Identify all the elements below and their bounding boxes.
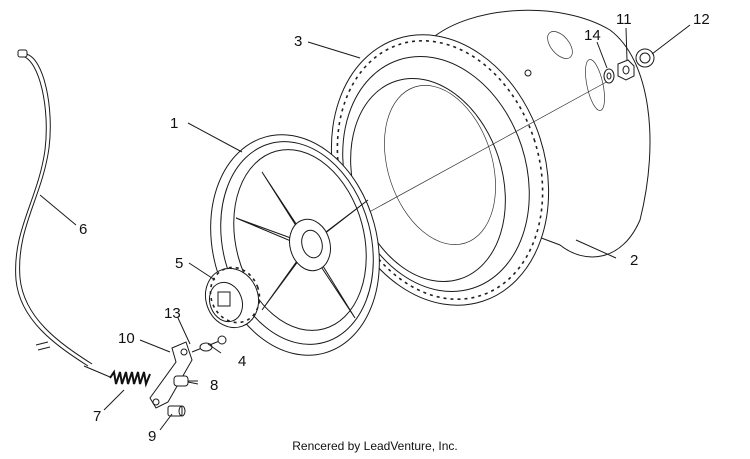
callout-5: 5 — [175, 255, 183, 272]
part-9-nut — [167, 405, 186, 417]
callout-9: 9 — [148, 428, 156, 445]
part-11-nut — [617, 59, 635, 81]
callout-4: 4 — [238, 353, 246, 370]
callout-6: 6 — [79, 221, 87, 238]
callout-2: 2 — [630, 252, 638, 269]
part-12-cap — [635, 48, 655, 68]
part-13-brake-pin — [191, 335, 227, 353]
callout-1: 1 — [170, 115, 178, 132]
callout-14: 14 — [584, 27, 601, 44]
callout-8: 8 — [210, 377, 218, 394]
part-6-brake-cable — [15, 49, 93, 367]
callout-3: 3 — [294, 33, 302, 50]
footer-credit: Rencered by LeadVenture, Inc. — [292, 439, 457, 453]
part-8-bolt — [173, 375, 198, 387]
callout-11: 11 — [616, 11, 632, 28]
callout-12: 12 — [693, 11, 710, 28]
part-7-spring — [83, 365, 151, 388]
callout-10: 10 — [118, 330, 135, 347]
part-5-brake-drum — [205, 266, 261, 329]
callout-13: 13 — [164, 305, 181, 322]
callout-7: 7 — [93, 408, 101, 425]
part-14-washer — [603, 68, 615, 84]
part-10-brake-arm — [149, 341, 193, 409]
leader-lines — [39, 24, 691, 431]
